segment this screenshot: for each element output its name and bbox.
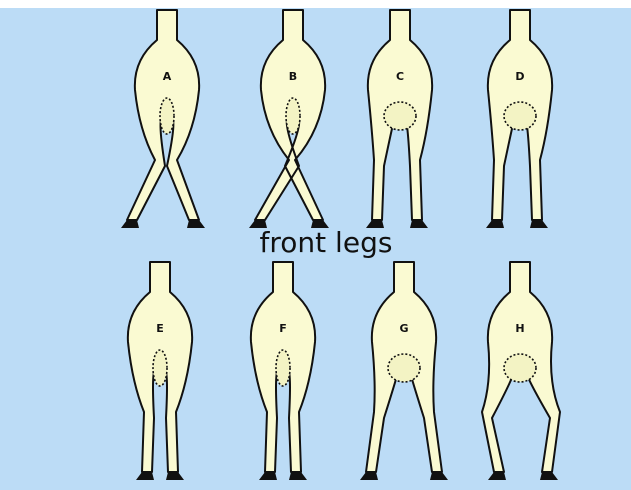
udder-shape — [160, 98, 174, 134]
udder-shape — [384, 102, 416, 130]
udder-shape — [153, 350, 167, 386]
figure-label: G — [399, 322, 408, 335]
udder-shape — [388, 354, 420, 382]
udder-shape — [504, 102, 536, 130]
udder-shape — [286, 98, 300, 134]
figure-label: H — [515, 322, 524, 335]
figure-label: B — [289, 70, 297, 83]
figure-label: A — [163, 70, 172, 83]
figure-label: C — [396, 70, 404, 83]
udder-shape — [276, 350, 290, 386]
figure-label: D — [515, 70, 524, 83]
figure-label: F — [279, 322, 287, 335]
caption-front-legs: front legs — [260, 226, 393, 259]
figure-label: E — [156, 322, 164, 335]
udder-shape — [504, 354, 536, 382]
